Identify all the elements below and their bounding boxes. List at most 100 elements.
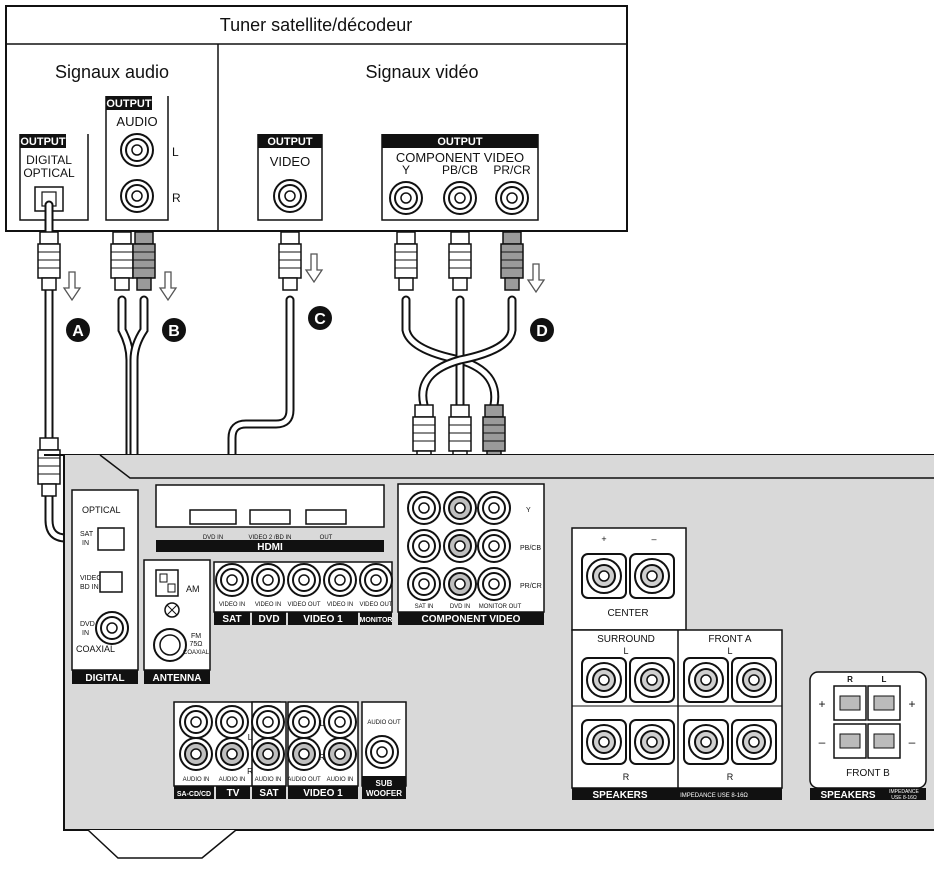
- marker-c: C: [314, 311, 326, 328]
- comp-mon-pb-jack[interactable]: [477, 529, 511, 563]
- comp-pr-jack[interactable]: [495, 181, 529, 215]
- front-a-r-label: R: [727, 772, 734, 782]
- tv-audio-r-jack[interactable]: [215, 737, 249, 771]
- comp-dvd-pr-jack[interactable]: [443, 567, 477, 601]
- comp-pb-jack[interactable]: [443, 181, 477, 215]
- sat-audio-r-jack[interactable]: [251, 737, 285, 771]
- front-a-l-plus-terminal[interactable]: [683, 657, 729, 703]
- audio-r-jack[interactable]: [120, 179, 154, 213]
- sat-label: SAT: [80, 531, 94, 538]
- audio-in-label: AUDIO IN: [183, 777, 210, 783]
- sat-video-in-jack[interactable]: [215, 563, 249, 597]
- comp-y-jack[interactable]: [389, 181, 423, 215]
- video1-label: VIDEO 1: [303, 614, 343, 625]
- antenna-block: AM FM 75Ω COAXIAL ANTENNA: [143, 559, 211, 684]
- video-jack[interactable]: [273, 179, 307, 213]
- sacd-audio-l-jack[interactable]: [179, 705, 213, 739]
- digital-label: DIGITAL: [26, 153, 72, 167]
- audio-l-jack[interactable]: [120, 133, 154, 167]
- output-tag: OUTPUT: [106, 98, 152, 110]
- marker-d: D: [536, 323, 548, 340]
- front-b-label: FRONT B: [846, 768, 890, 779]
- comp-dvd-pb-jack[interactable]: [443, 529, 477, 563]
- minus-label: –: [909, 735, 916, 749]
- video1-audio-out-l-jack[interactable]: [287, 705, 321, 739]
- plus-label: +: [908, 697, 915, 711]
- surround-l-plus-terminal[interactable]: [581, 657, 627, 703]
- surround-r-minus-terminal[interactable]: [629, 719, 675, 765]
- video1-video-in-jack[interactable]: [323, 563, 357, 597]
- comp-sat-pb-jack[interactable]: [407, 529, 441, 563]
- marker-a: A: [72, 323, 84, 340]
- front-b-l-minus-terminal[interactable]: [867, 723, 901, 759]
- minus-label: –: [819, 735, 826, 749]
- front-a-r-plus-terminal[interactable]: [683, 719, 729, 765]
- video1-audio-in-l-jack[interactable]: [323, 705, 357, 739]
- comp-sat-y-jack[interactable]: [407, 491, 441, 525]
- audio-l-label: L: [320, 719, 325, 728]
- video1-audio-out-r-jack[interactable]: [287, 737, 321, 771]
- coaxial-jack[interactable]: [95, 611, 129, 645]
- output-tag: OUTPUT: [437, 136, 483, 148]
- audio-in-label: AUDIO IN: [327, 777, 354, 783]
- hdmi-out-port[interactable]: [305, 509, 347, 525]
- component-label: COMPONENT VIDEO: [396, 150, 524, 165]
- optical-label: OPTICAL: [82, 505, 121, 515]
- dvd-video-in-jack[interactable]: [251, 563, 285, 597]
- monitor-label: MONITOR: [360, 617, 393, 624]
- plus-label: +: [818, 697, 825, 711]
- comp-pr-label: PR/CR: [520, 583, 542, 590]
- surround-l-minus-terminal[interactable]: [629, 657, 675, 703]
- audio-in-label: AUDIO IN: [219, 777, 246, 783]
- hdmi-video2-port[interactable]: [249, 509, 291, 525]
- comp-dvd-y-jack[interactable]: [443, 491, 477, 525]
- hdmi-dvd-in-port[interactable]: [189, 509, 237, 525]
- subwoofer-audio-out-jack[interactable]: [365, 735, 399, 769]
- antenna-section-label: ANTENNA: [153, 673, 202, 684]
- center-minus-terminal[interactable]: [629, 553, 675, 599]
- comp-mon-y-jack[interactable]: [477, 491, 511, 525]
- digital-section-label: DIGITAL: [85, 673, 124, 684]
- connection-markers: A B C D: [66, 306, 554, 342]
- tv-audio-l-jack[interactable]: [215, 705, 249, 739]
- front-a-r-minus-terminal[interactable]: [731, 719, 777, 765]
- optical-bd-jack[interactable]: [99, 571, 123, 593]
- surround-r-plus-terminal[interactable]: [581, 719, 627, 765]
- center-plus-terminal[interactable]: [581, 553, 627, 599]
- minus-label: –: [651, 534, 656, 544]
- surround-r-label: R: [623, 772, 630, 782]
- front-b-l-label: L: [882, 675, 887, 684]
- component-video-block: Y PB/CB PR/CR SAT IN DVD IN MONITOR OUT …: [397, 483, 545, 625]
- front-a-l-minus-terminal[interactable]: [731, 657, 777, 703]
- video1-audio-label: VIDEO 1: [303, 788, 343, 799]
- comp-pr-label: PR/CR: [493, 163, 531, 177]
- tuner-box: Tuner satellite/décodeur Signaux audio S…: [5, 5, 628, 232]
- monitor-video-out-jack[interactable]: [359, 563, 393, 597]
- sat-audio-l-jack[interactable]: [251, 705, 285, 739]
- tuner-plugs: [37, 231, 524, 291]
- digital-input-block: OPTICAL SAT IN VIDEO 2/ BD IN DVD IN COA…: [71, 489, 139, 684]
- optical-sat-jack[interactable]: [97, 527, 125, 551]
- comp-sat-pr-jack[interactable]: [407, 567, 441, 601]
- tv-label: TV: [227, 788, 240, 799]
- coaxial-label: COAXIAL: [76, 644, 115, 654]
- video-out-label: VIDEO OUT: [359, 602, 392, 608]
- hdmi-block: DVD IN VIDEO 2 /BD IN OUT HDMI: [155, 484, 385, 553]
- front-a-label: FRONT A: [708, 634, 751, 645]
- fm-coaxial-label: COAXIAL: [183, 650, 210, 656]
- comp-monitor-out-label: MONITOR OUT: [479, 604, 522, 610]
- comp-y-label: Y: [402, 163, 410, 177]
- front-b-r-label: R: [847, 675, 853, 684]
- fm-label: FM: [191, 633, 201, 640]
- video1-video-out-jack[interactable]: [287, 563, 321, 597]
- comp-mon-pr-jack[interactable]: [477, 567, 511, 601]
- video-out-label: VIDEO OUT: [287, 602, 320, 608]
- video-in-label: VIDEO IN: [255, 602, 281, 608]
- speakers-block: + – CENTER SURROUND L FRONT A L R R SPEA…: [571, 527, 927, 801]
- woofer-label: WOOFER: [366, 789, 402, 798]
- dvd-label: DVD: [258, 614, 279, 625]
- sacd-audio-r-jack[interactable]: [179, 737, 213, 771]
- video1-audio-in-r-jack[interactable]: [323, 737, 357, 771]
- audio-label: AUDIO: [116, 114, 157, 129]
- surround-l-label: L: [623, 646, 628, 656]
